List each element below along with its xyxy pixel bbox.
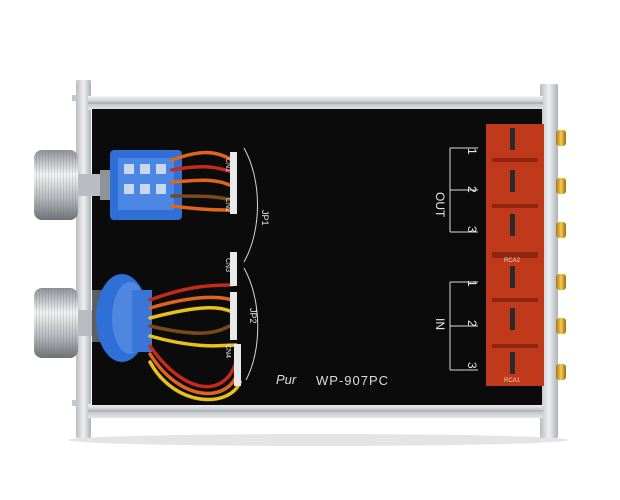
jack-board-label-rca2: RCA2 bbox=[504, 258, 521, 264]
connector-label-cn2: CN2 bbox=[224, 198, 231, 212]
in-label: IN bbox=[433, 318, 447, 330]
rear-panel bbox=[540, 84, 558, 438]
out-number-3: 3 bbox=[465, 226, 479, 233]
jack-board-label-rca1: RCA1 bbox=[504, 378, 521, 384]
out-number-2: 2 bbox=[465, 186, 479, 193]
front-panel bbox=[72, 80, 91, 438]
bottom-rail bbox=[88, 404, 543, 418]
silkscreen-outlines bbox=[243, 147, 259, 381]
bottom-wire-harness bbox=[148, 283, 242, 402]
out-label: OUT bbox=[433, 192, 447, 218]
bottom-knob bbox=[34, 288, 96, 358]
top-rail bbox=[88, 96, 543, 110]
rotary-switch bbox=[92, 274, 152, 362]
shadow bbox=[68, 434, 568, 446]
out-number-1: 1 bbox=[465, 148, 479, 155]
in-number-1: 1 bbox=[465, 280, 479, 287]
model-number: WP-907PC bbox=[316, 373, 389, 388]
connector-blocks bbox=[230, 152, 241, 386]
connector-label-cn1: CN1 bbox=[224, 158, 231, 172]
header-label-jp2: JP2 bbox=[248, 308, 258, 324]
connector-label-cn4: CN4 bbox=[224, 344, 231, 358]
rca-gold-terminals bbox=[556, 130, 566, 380]
top-wire-harness bbox=[170, 150, 234, 212]
in-number-2: 2 bbox=[465, 320, 479, 327]
top-knob bbox=[34, 150, 114, 220]
in-number-3: 3 bbox=[465, 362, 479, 369]
header-label-jp1: JP1 bbox=[260, 210, 270, 226]
brand-logo: Pur bbox=[276, 372, 297, 387]
blue-selector-switch bbox=[110, 150, 182, 220]
out-group: OUT 1 2 3 bbox=[433, 147, 479, 233]
rca-jack-bank bbox=[486, 124, 544, 386]
connector-label-cn3: CN3 bbox=[224, 258, 231, 272]
in-group: IN 1 2 3 bbox=[433, 280, 479, 371]
